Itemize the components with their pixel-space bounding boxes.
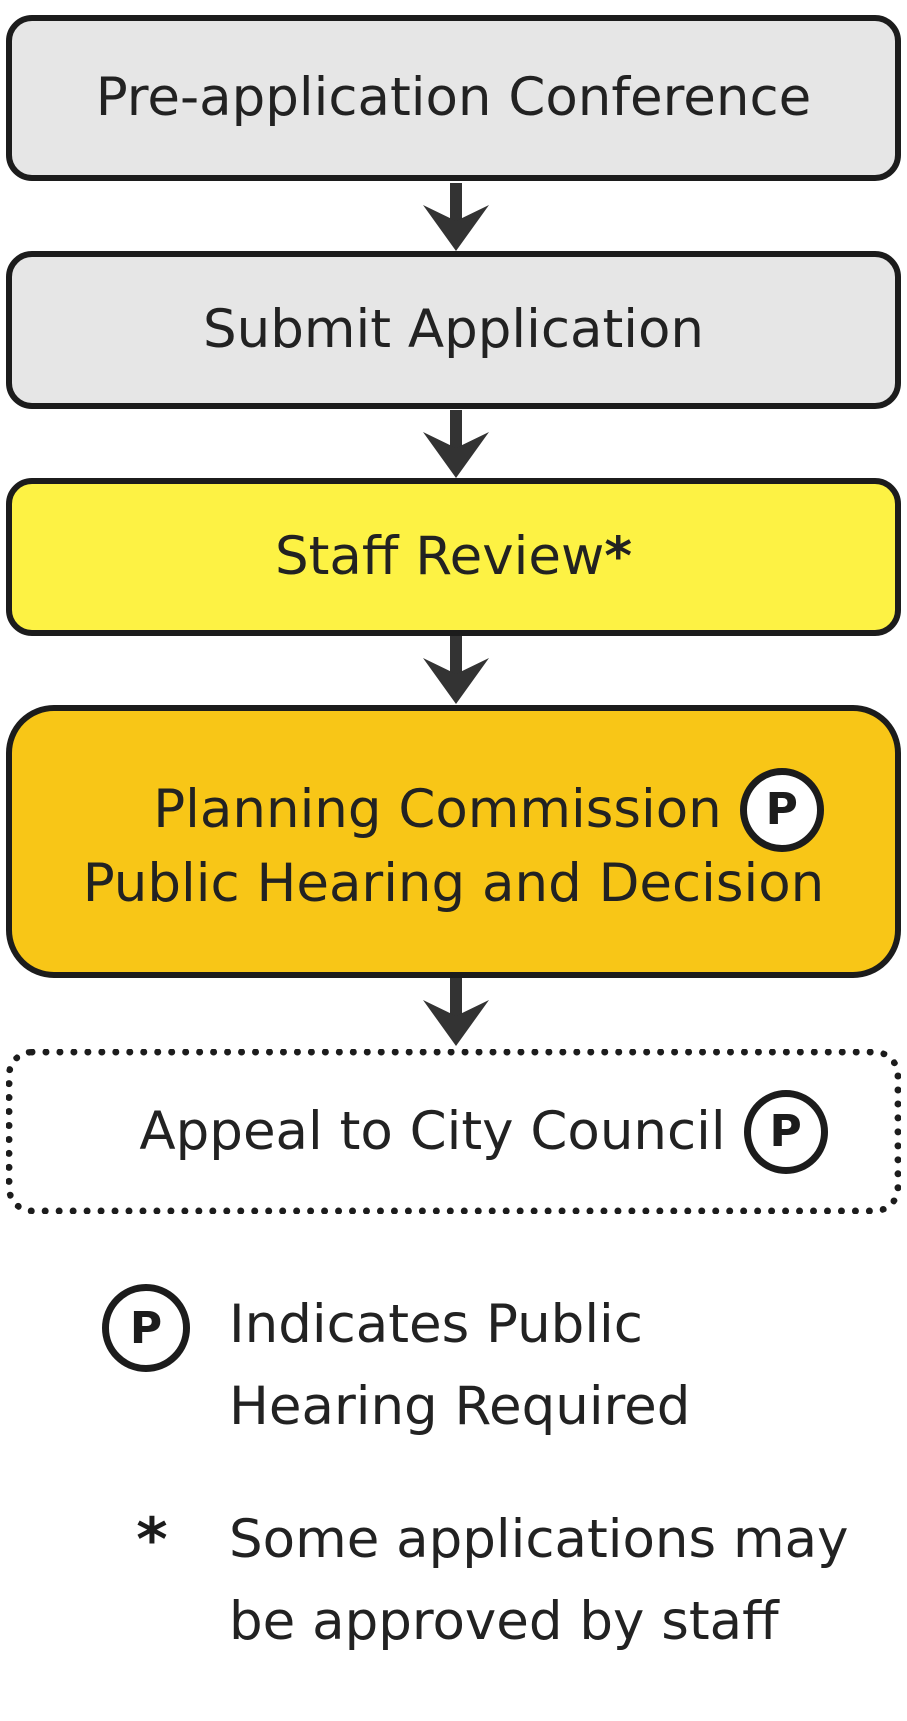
arrow-down-icon <box>423 410 489 478</box>
arrow-down-icon <box>423 978 489 1046</box>
step-submit-application: Submit Application <box>6 251 901 409</box>
asterisk-marker: * <box>604 526 633 588</box>
asterisk-icon: * <box>136 1505 168 1575</box>
step-appeal-to-city-council: Appeal to City Council P <box>6 1049 901 1214</box>
legend-public-hearing: P Indicates Public Hearing Required <box>0 1284 907 1452</box>
step-line-2: Public Hearing and Decision <box>83 852 824 916</box>
legend-text-line-1: Indicates Public <box>229 1294 643 1355</box>
legend-staff-approval: * Some applications may be approved by s… <box>0 1499 907 1667</box>
step-label-text: Staff Review <box>274 526 605 588</box>
legend-symbol: P <box>102 1284 190 1372</box>
step-label-line-1: Planning Commission <box>153 778 722 840</box>
legend-text-line-1: Some applications may <box>229 1509 849 1570</box>
step-label-line-2: Public Hearing and Decision <box>82 852 825 914</box>
arrow-down-icon <box>423 183 489 251</box>
step-pre-application-conference: Pre-application Conference <box>6 15 901 181</box>
legend-text-line-2: Hearing Required <box>229 1376 691 1437</box>
legend-text-line-2: be approved by staff <box>229 1591 779 1652</box>
step-label: Staff Review* <box>275 525 632 589</box>
step-line-1: Planning Commission P <box>153 767 824 852</box>
public-hearing-badge-icon: P <box>739 767 824 852</box>
public-hearing-badge-icon: P <box>102 1284 190 1372</box>
step-label: Appeal to City Council <box>139 1100 726 1162</box>
step-staff-review: Staff Review* <box>6 478 901 636</box>
arrow-down-icon <box>423 636 489 704</box>
legend-symbol: * <box>122 1499 182 1581</box>
step-planning-commission-hearing: Planning Commission P Public Hearing and… <box>6 705 901 978</box>
public-hearing-badge-icon: P <box>743 1089 828 1174</box>
step-label: Submit Application <box>203 299 704 361</box>
step-label: Pre-application Conference <box>95 67 812 129</box>
step-line: Appeal to City Council P <box>139 1089 828 1174</box>
